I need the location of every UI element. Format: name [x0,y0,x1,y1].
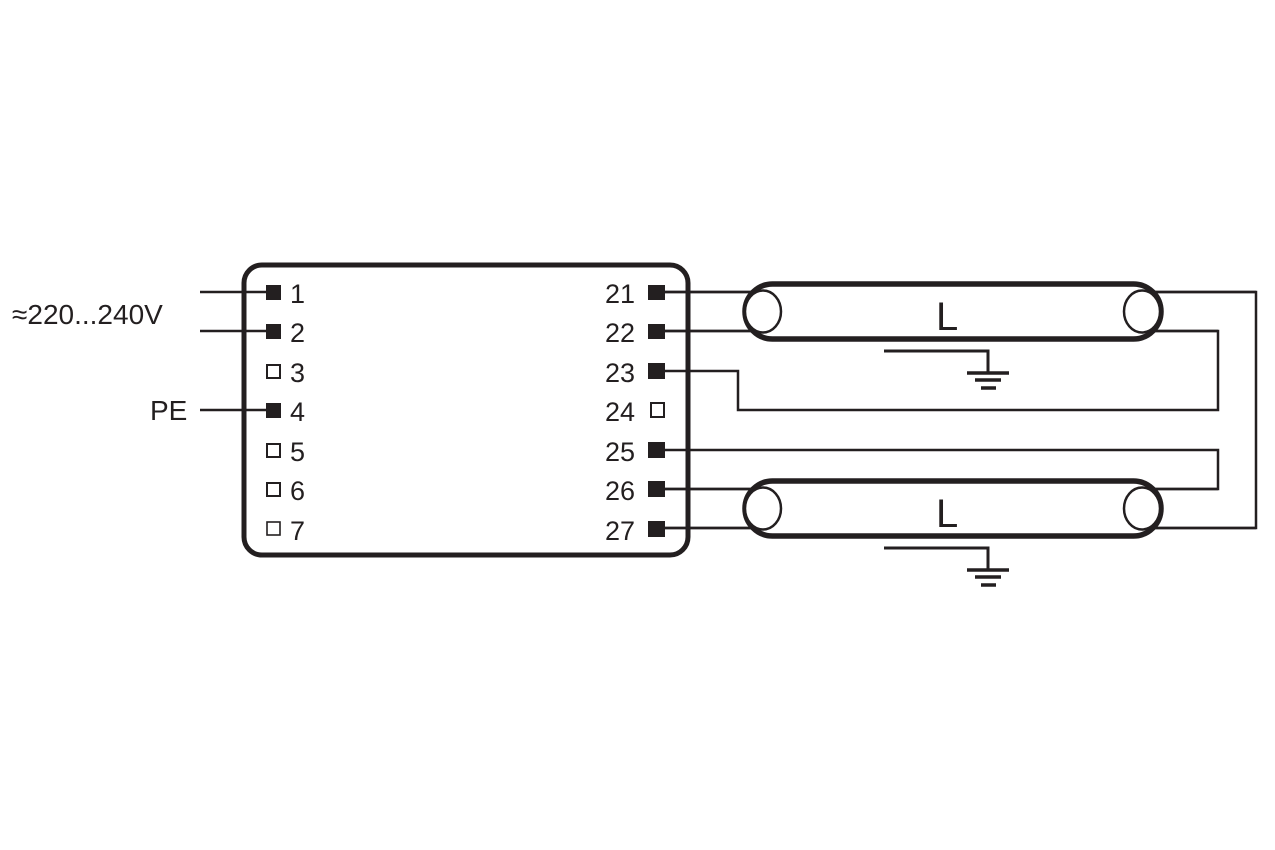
terminal-24-square [650,402,665,418]
lamp-bottom-right-electrode [1122,486,1162,531]
lamp-bottom-left-electrode [743,486,783,531]
terminal-27-label: 27 [605,516,635,546]
terminal-26-square [648,481,665,497]
terminal-3-square [266,364,281,379]
lamp-bottom-label: L [936,492,958,536]
terminal-23-label: 23 [605,358,635,388]
terminal-6-label: 6 [290,476,305,506]
supply-wires [200,290,268,412]
terminal-2-square [266,324,281,339]
terminal-6-square [266,482,281,497]
lamp-bottom: L [665,478,1256,539]
terminal-26-label: 26 [605,476,635,506]
right-terminals: 21 22 23 24 25 26 27 [605,279,665,546]
terminal-4-square [266,403,281,418]
terminal-3-label: 3 [290,358,305,388]
terminal-2-label: 2 [290,318,305,348]
terminal-22-square [648,324,665,339]
terminal-25-square [648,442,665,458]
terminal-7-square [266,521,281,536]
lamp-top-label: L [936,295,958,339]
voltage-label: ≈220...240V [12,299,163,330]
terminal-1-square [266,285,281,300]
terminal-5-square [266,443,281,458]
terminal-21-label: 21 [605,279,635,309]
lamp-top-right-electrode [1122,289,1162,334]
terminal-7-label: 7 [290,516,305,546]
pe-label: PE [150,395,187,426]
lamp-top-left-electrode [743,289,783,334]
terminal-25-label: 25 [605,437,635,467]
left-terminals: 1 2 3 4 5 6 7 [266,279,305,546]
ground-icon-top [884,349,1009,390]
terminal-24-label: 24 [605,397,635,427]
terminal-4-label: 4 [290,397,305,427]
terminal-1-label: 1 [290,279,305,309]
terminal-27-square [648,521,665,537]
terminal-5-label: 5 [290,437,305,467]
ground-icon-bottom [884,546,1009,587]
terminal-22-label: 22 [605,318,635,348]
lamp-top: L [665,281,1256,342]
terminal-23-square [648,363,665,379]
terminal-21-square [648,285,665,300]
